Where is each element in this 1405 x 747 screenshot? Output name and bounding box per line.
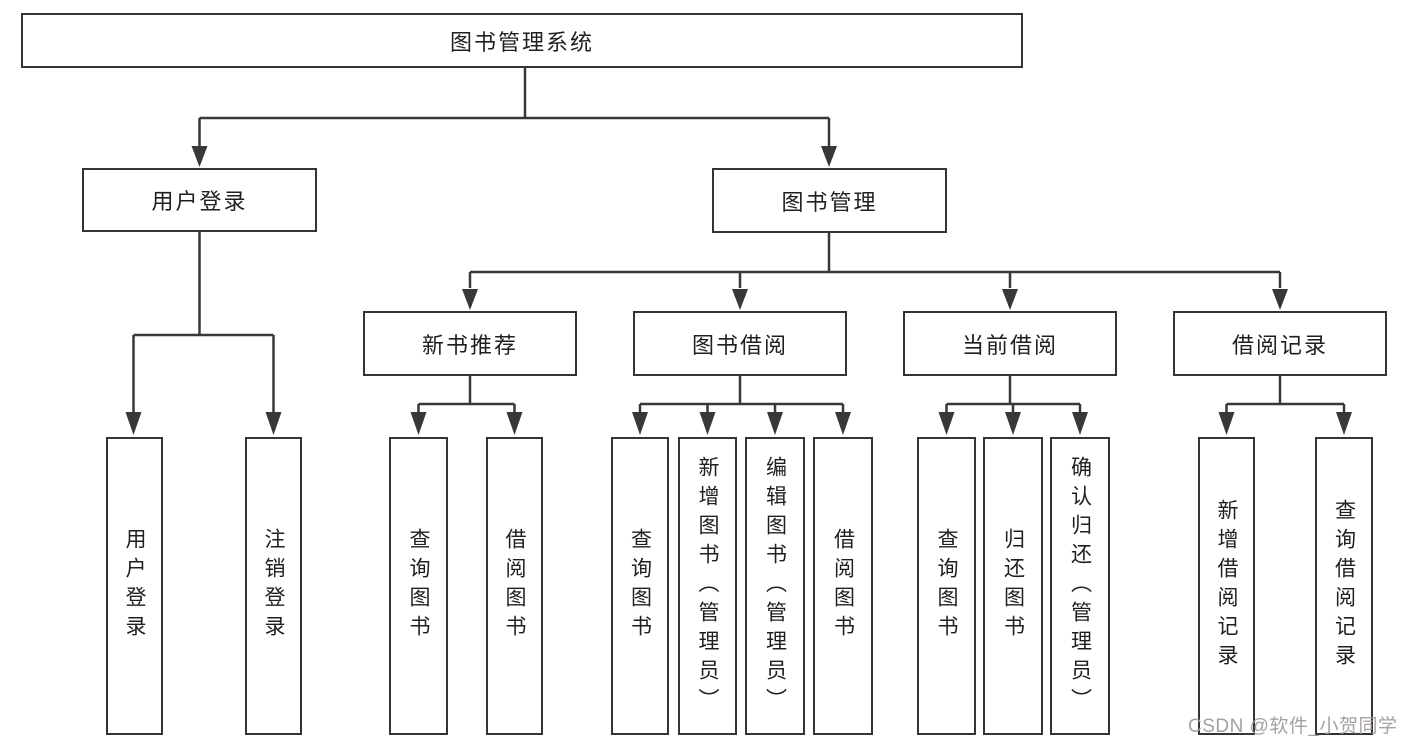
node-current-borrow: 当前借阅 bbox=[903, 311, 1117, 376]
leaf-borrow-query-books-label: 查询图书 bbox=[628, 528, 652, 644]
leaf-reco-borrow-books-label: 借阅图书 bbox=[503, 528, 526, 644]
connector-current bbox=[945, 376, 1082, 412]
connector-login bbox=[132, 232, 275, 412]
node-user-login: 用户登录 bbox=[82, 168, 317, 232]
node-book-mgmt: 图书管理 bbox=[712, 168, 947, 233]
node-new-book-reco-label: 新书推荐 bbox=[421, 332, 518, 358]
leaf-edit-book-admin: 编辑图书（管理员） bbox=[745, 437, 805, 735]
leaf-add-borrow-record: 新增借阅记录 bbox=[1198, 437, 1255, 735]
leaf-confirm-return-admin-label: 确认归还（管理员） bbox=[1068, 455, 1092, 717]
node-book-mgmt-label: 图书管理 bbox=[781, 189, 878, 215]
node-borrow-records-label: 借阅记录 bbox=[1231, 332, 1328, 358]
leaf-edit-book-admin-label: 编辑图书（管理员） bbox=[763, 455, 787, 717]
leaf-logout: 注销登录 bbox=[245, 437, 302, 735]
connector-borrow bbox=[638, 376, 845, 412]
leaf-reco-query-books-label: 查询图书 bbox=[407, 528, 430, 644]
node-root-label: 图书管理系统 bbox=[449, 29, 594, 55]
node-root: 图书管理系统 bbox=[21, 13, 1023, 68]
leaf-add-book-admin: 新增图书（管理员） bbox=[678, 437, 737, 735]
leaf-logout-label: 注销登录 bbox=[262, 528, 285, 644]
connector-records bbox=[1225, 376, 1346, 412]
leaf-add-book-admin-label: 新增图书（管理员） bbox=[696, 455, 719, 717]
leaf-query-borrow-record-label: 查询借阅记录 bbox=[1332, 499, 1356, 673]
leaf-query-borrow-record: 查询借阅记录 bbox=[1315, 437, 1373, 735]
node-new-book-reco: 新书推荐 bbox=[363, 311, 577, 376]
connector-mgmt bbox=[468, 233, 1282, 288]
leaf-borrow-books-label: 借阅图书 bbox=[831, 528, 855, 644]
leaf-add-borrow-record-label: 新增借阅记录 bbox=[1215, 499, 1238, 673]
leaf-reco-borrow-books: 借阅图书 bbox=[486, 437, 543, 735]
node-book-borrow-label: 图书借阅 bbox=[691, 332, 788, 358]
leaf-borrow-query-books: 查询图书 bbox=[611, 437, 669, 735]
leaf-confirm-return-admin: 确认归还（管理员） bbox=[1050, 437, 1110, 735]
leaf-current-query-books: 查询图书 bbox=[917, 437, 976, 735]
leaf-reco-query-books: 查询图书 bbox=[389, 437, 448, 735]
connector-reco bbox=[417, 376, 516, 412]
node-current-borrow-label: 当前借阅 bbox=[961, 332, 1058, 358]
node-book-borrow: 图书借阅 bbox=[633, 311, 847, 376]
leaf-user-login-label: 用户登录 bbox=[123, 528, 146, 644]
connector-root bbox=[198, 68, 831, 147]
leaf-return-books-label: 归还图书 bbox=[1001, 528, 1025, 644]
csdn-watermark: CSDN @软件_小贺同学 bbox=[1188, 716, 1398, 737]
node-borrow-records: 借阅记录 bbox=[1173, 311, 1387, 376]
leaf-current-query-books-label: 查询图书 bbox=[935, 528, 958, 644]
leaf-return-books: 归还图书 bbox=[983, 437, 1043, 735]
leaf-user-login: 用户登录 bbox=[106, 437, 163, 735]
leaf-borrow-books: 借阅图书 bbox=[813, 437, 873, 735]
node-user-login-label: 用户登录 bbox=[151, 189, 248, 214]
